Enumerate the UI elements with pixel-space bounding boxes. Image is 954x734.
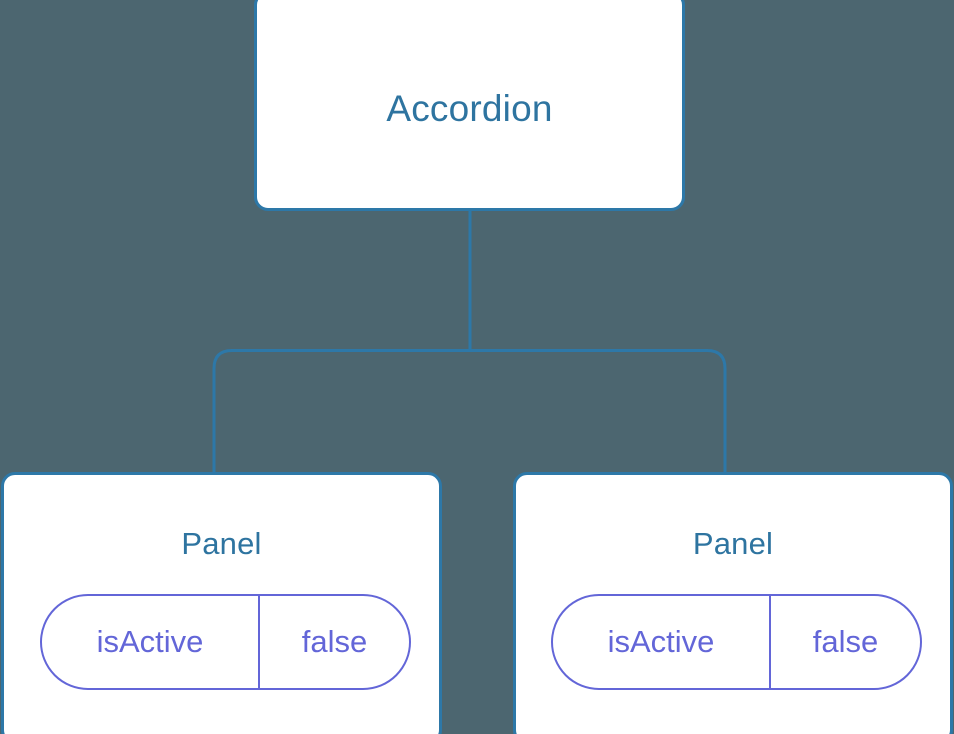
prop-key-is-active: isActive xyxy=(607,624,715,659)
node-panel-left-label: Panel xyxy=(181,526,262,561)
node-panel-right[interactable]: Panel isActive false xyxy=(513,472,953,734)
prop-pill-is-active-left[interactable]: isActive false xyxy=(40,594,411,690)
node-accordion[interactable]: Accordion xyxy=(254,0,685,211)
node-panel-right-label: Panel xyxy=(692,526,774,561)
node-panel-left[interactable]: Panel isActive false xyxy=(1,472,442,734)
node-accordion-label: Accordion xyxy=(386,88,553,129)
edge-to-panel-right xyxy=(470,349,727,478)
prop-value-is-active: false xyxy=(769,596,920,688)
prop-value-is-active: false xyxy=(258,596,409,688)
prop-key-is-active: isActive xyxy=(96,624,204,659)
prop-pill-is-active-right[interactable]: isActive false xyxy=(551,594,922,690)
edge-to-panel-left xyxy=(212,349,470,478)
